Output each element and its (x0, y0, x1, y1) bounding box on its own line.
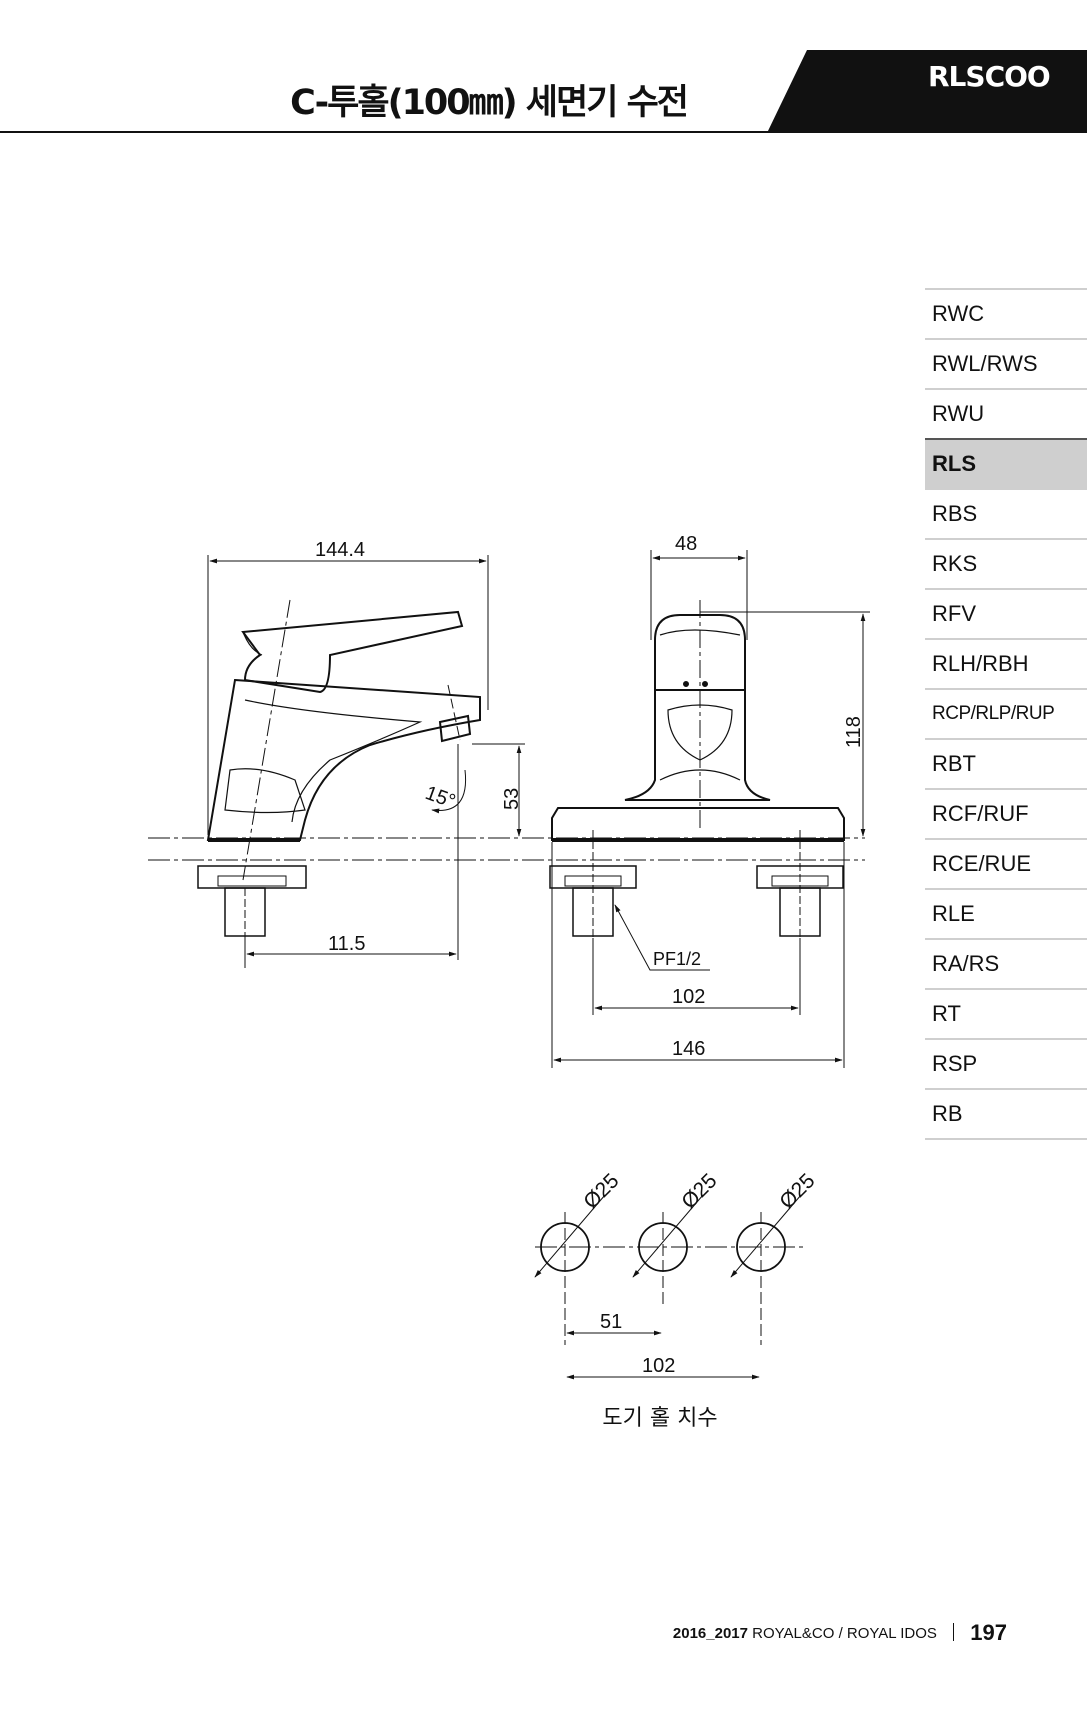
footer-years: 2016_2017 (672, 1625, 748, 1642)
nav-item-rls[interactable]: RLS (925, 438, 1087, 490)
dim-total-spacing: 102 (642, 1355, 675, 1377)
nav-item-ra-rs[interactable]: RA/RS (925, 940, 1087, 990)
footer-brand: ROYAL&CO / ROYAL IDOS (752, 1625, 937, 1642)
dim-height: 118 (843, 716, 865, 748)
connection-label: PF1/2 (653, 949, 701, 969)
hole-diameter-1: Ø25 (579, 1169, 623, 1213)
footer-separator (953, 1623, 955, 1641)
nav-item-rb[interactable]: RB (925, 1090, 1087, 1140)
side-view (197, 555, 525, 968)
hole-layout (534, 1194, 805, 1380)
page-number: 197 (970, 1620, 1007, 1645)
header-rule (0, 131, 770, 133)
series-code: RLSCOO (928, 60, 1051, 93)
dim-center-distance: 102 (672, 986, 705, 1008)
dim-hole-spacing: 51 (600, 1311, 622, 1333)
nav-item-rfv[interactable]: RFV (925, 590, 1087, 640)
nav-item-rsp[interactable]: RSP (925, 1040, 1087, 1090)
nav-item-rcf-ruf[interactable]: RCF/RUF (925, 790, 1087, 840)
nav-item-rbs[interactable]: RBS (925, 490, 1087, 540)
dim-spout-height: 53 (501, 788, 523, 810)
hole-diameter-3: Ø25 (775, 1169, 819, 1213)
nav-item-rbt[interactable]: RBT (925, 740, 1087, 790)
page-title: C-투홀(100㎜) 세면기 수전 (290, 83, 689, 123)
nav-item-rce-rue[interactable]: RCE/RUE (925, 840, 1087, 890)
hole-layout-caption: 도기 홀 치수 (602, 1406, 718, 1431)
header-tab (767, 50, 1087, 133)
dim-base-width: 146 (672, 1038, 705, 1060)
dim-spout-angle: 15° (422, 782, 458, 813)
dim-body-width: 48 (675, 533, 697, 555)
nav-item-rlh-rbh[interactable]: RLH/RBH (925, 640, 1087, 690)
nav-item-rt[interactable]: RT (925, 990, 1087, 1040)
dim-spout-offset: 11.5 (328, 933, 365, 955)
hole-diameter-2: Ø25 (677, 1169, 721, 1213)
nav-item-rwc[interactable]: RWC (925, 290, 1087, 340)
nav-item-rle[interactable]: RLE (925, 890, 1087, 940)
footer: 2016_2017 ROYAL&CO / ROYAL IDOS 197 (673, 1620, 1007, 1646)
nav-item-rks[interactable]: RKS (925, 540, 1087, 590)
nav-item-rwl-rws[interactable]: RWL/RWS (925, 340, 1087, 390)
front-view (549, 550, 870, 1068)
dim-overall-length: 144.4 (315, 539, 365, 561)
nav-item-rcp-rlp-rup[interactable]: RCP/RLP/RUP (925, 690, 1087, 740)
